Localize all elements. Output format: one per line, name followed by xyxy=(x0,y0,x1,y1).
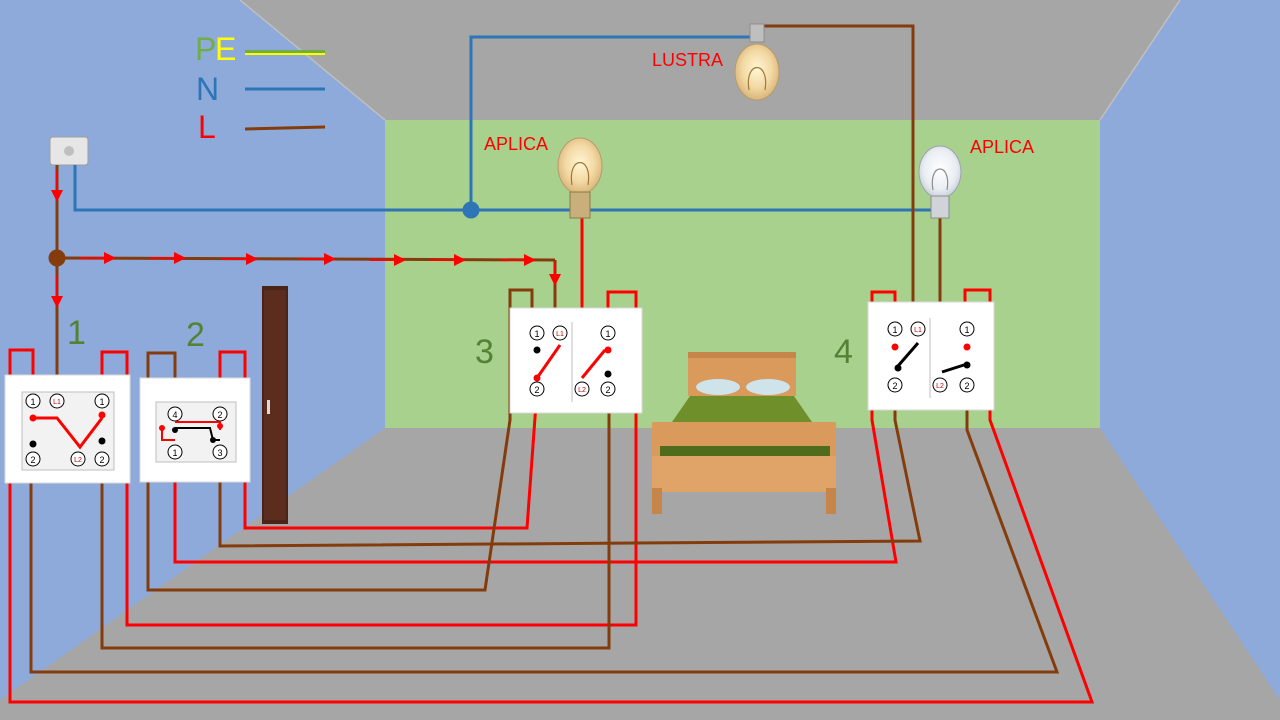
switch-1-label: 1 xyxy=(67,314,86,352)
neutral-wires xyxy=(73,35,940,219)
legend-l-line xyxy=(244,125,326,131)
svg-text:4: 4 xyxy=(172,410,177,420)
switch-3-label: 3 xyxy=(475,333,494,371)
junction-box xyxy=(49,136,89,166)
switch-4[interactable]: 1 L1 1 2 L2 2 xyxy=(867,301,995,411)
switch-2[interactable]: 4 2 1 3 xyxy=(139,377,251,483)
svg-text:2: 2 xyxy=(605,385,610,395)
svg-text:2: 2 xyxy=(217,410,222,420)
svg-text:2: 2 xyxy=(99,455,104,465)
legend-l: L xyxy=(198,109,216,145)
svg-text:3: 3 xyxy=(217,448,222,458)
svg-text:2: 2 xyxy=(892,381,897,391)
switch-2-label: 2 xyxy=(186,316,205,354)
legend: P E N L xyxy=(195,31,326,145)
svg-text:1: 1 xyxy=(892,325,897,335)
legend-pe-e: E xyxy=(215,31,236,67)
svg-text:1: 1 xyxy=(172,448,177,458)
lamp-lustra-label: LUSTRA xyxy=(652,50,723,70)
ceiling xyxy=(240,0,1180,120)
svg-text:L1: L1 xyxy=(556,331,564,338)
lamp-aplica-left[interactable] xyxy=(557,137,603,219)
svg-text:1: 1 xyxy=(605,329,610,339)
feed-arrows xyxy=(51,170,561,308)
lamp-lustra[interactable] xyxy=(734,23,780,101)
svg-text:1: 1 xyxy=(99,397,104,407)
switch-4-label: 4 xyxy=(834,333,853,371)
lamp-aplica-left-label: APLICA xyxy=(484,134,548,154)
svg-text:2: 2 xyxy=(30,455,35,465)
switched-wires-brown xyxy=(29,24,1060,674)
svg-text:L2: L2 xyxy=(578,387,586,394)
lamp-aplica-right[interactable] xyxy=(918,145,962,219)
svg-text:2: 2 xyxy=(964,381,969,391)
switch-1[interactable]: 1 L1 1 2 L2 2 xyxy=(4,374,131,484)
legend-n: N xyxy=(196,71,219,107)
right-wall xyxy=(1100,0,1280,700)
switch-labels: 1 2 3 4 xyxy=(67,314,853,371)
bed xyxy=(652,352,836,514)
svg-text:L2: L2 xyxy=(74,457,82,464)
svg-text:1: 1 xyxy=(30,397,35,407)
switch-3[interactable]: 1 L1 1 2 L2 2 xyxy=(509,307,643,414)
svg-text:1: 1 xyxy=(534,329,539,339)
svg-text:L1: L1 xyxy=(914,327,922,334)
legend-pe-p: P xyxy=(195,31,216,67)
svg-text:2: 2 xyxy=(534,385,539,395)
lamp-aplica-right-label: APLICA xyxy=(970,137,1034,157)
svg-text:L1: L1 xyxy=(53,399,61,406)
svg-text:1: 1 xyxy=(964,325,969,335)
door xyxy=(262,286,288,524)
svg-text:L2: L2 xyxy=(936,383,944,390)
